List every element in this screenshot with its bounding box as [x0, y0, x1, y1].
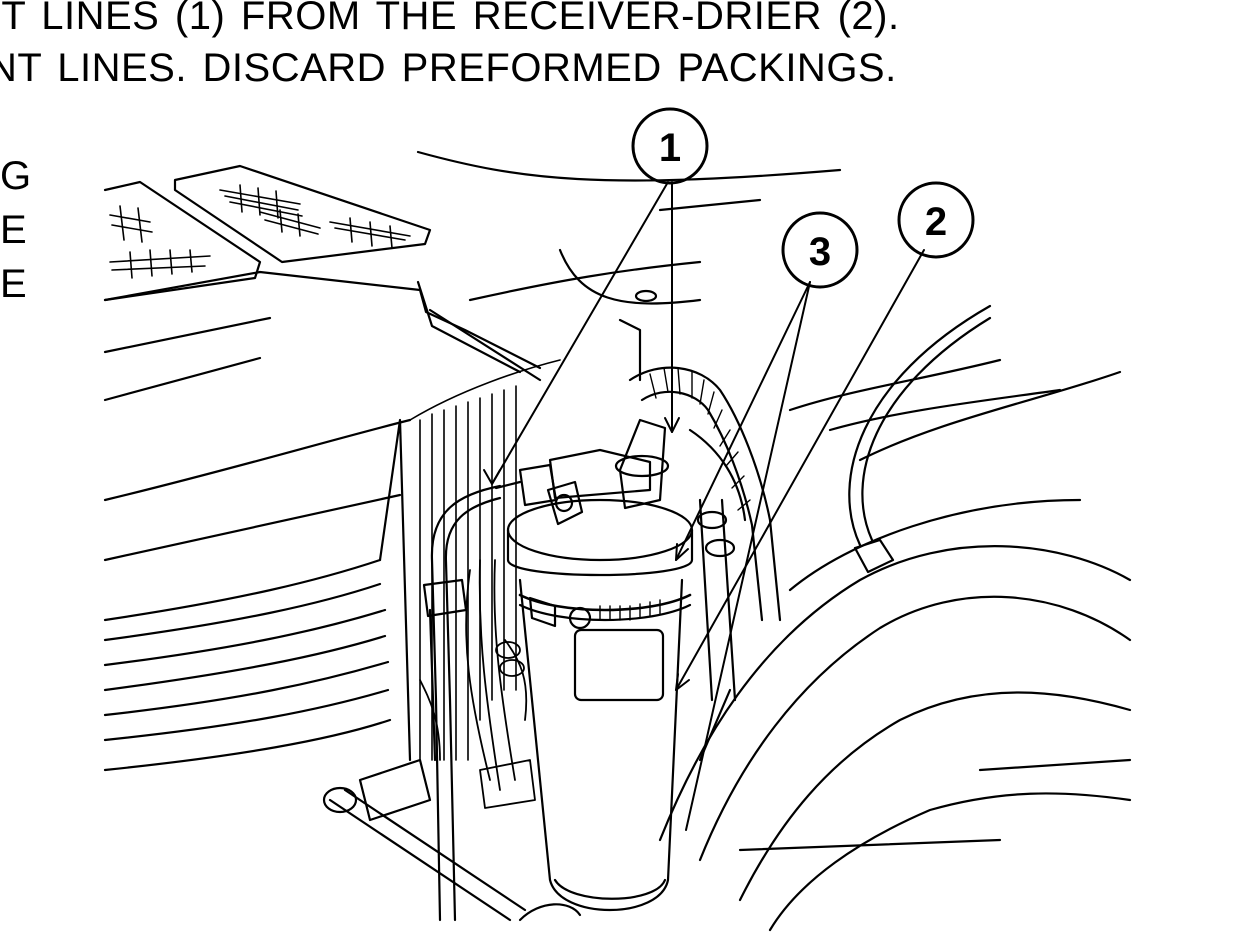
wiring-bundle — [419, 559, 536, 809]
refrigerant-lines — [322, 304, 992, 922]
callout-1-number: 1 — [659, 126, 681, 170]
margin-fragment-2: E — [0, 208, 27, 252]
drier-fittings — [494, 418, 670, 526]
callout-3-number: 3 — [809, 230, 831, 274]
right-fender-housing — [658, 358, 1132, 932]
instruction-line-2: NT LINES. DISCARD PREFORMED PACKINGS. — [0, 46, 897, 90]
callout-2: 2 — [897, 181, 975, 259]
margin-fragment-1: G — [0, 154, 32, 198]
callout-3: 3 — [781, 211, 859, 289]
callout-leaders — [483, 181, 925, 831]
instruction-line-1: NT LINES (1) FROM THE RECEIVER-DRIER (2)… — [0, 0, 900, 38]
top-body-outline — [416, 150, 842, 382]
left-ribbed-housing — [103, 418, 412, 772]
margin-fragment-3: E — [0, 262, 27, 306]
receiver-drier-canister — [506, 498, 694, 912]
callout-1: 1 — [631, 107, 709, 185]
engine-cover-panel — [103, 164, 542, 402]
callout-2-number: 2 — [925, 200, 947, 244]
